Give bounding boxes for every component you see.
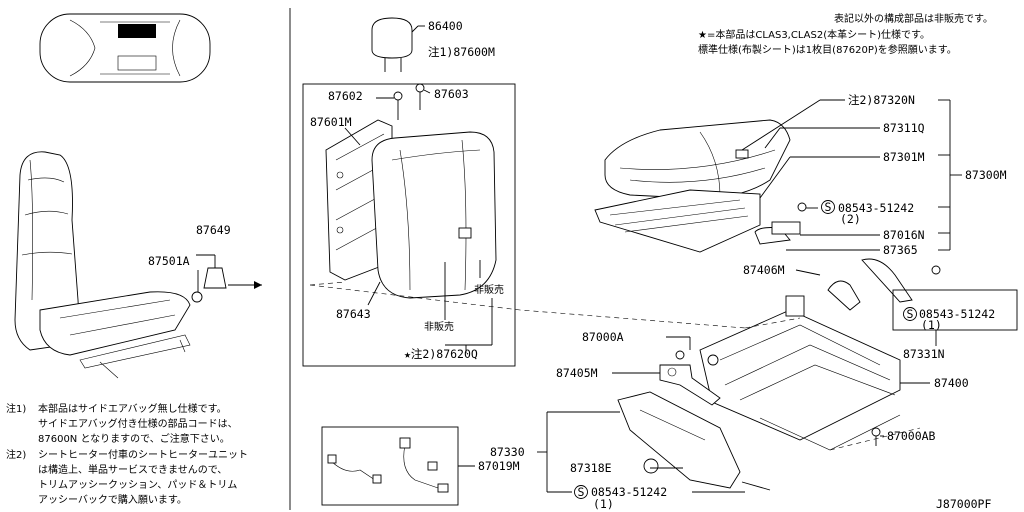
note-2-line: は構造上、単品サービスできませんので、 — [38, 463, 227, 476]
part-label-87400: 87400 — [934, 376, 969, 390]
part-label-87600m: 注1)87600M — [428, 45, 495, 59]
s-mark: S — [825, 200, 832, 214]
part-label-87330: 87330 — [490, 445, 525, 459]
s-circle — [821, 200, 835, 214]
part-label-87602: 87602 — [328, 89, 363, 103]
note-1-line: 87600N となりますので、ご注意下さい。 — [38, 432, 230, 445]
part-label-87601m: 87601M — [310, 115, 352, 129]
cushion-frame-illustration — [594, 189, 807, 253]
part-label-87000ab: 87000AB — [887, 429, 936, 443]
part-label-87000a: 87000A — [582, 330, 624, 344]
part-label-08543-51242: 08543-51242 — [591, 485, 667, 499]
part-label-87331n: 87331N — [903, 347, 945, 361]
note-2-mark: 注2) — [6, 448, 26, 461]
part-label-87603: 87603 — [434, 87, 469, 101]
part-label-87501a: 87501A — [148, 254, 190, 268]
diagram-id: J87000PF — [936, 497, 991, 511]
part-label-87300m: 87300M — [965, 168, 1007, 182]
screw-group-box — [892, 289, 1018, 331]
note-top-3: 標準仕様(布製シート)は1枚目(87620P)を参照願います。 — [698, 43, 957, 56]
note-2-line: トリムアッシークッション、パッド＆トリム — [38, 479, 237, 491]
note-1-mark: 注1) — [6, 402, 26, 415]
part-label-87019m: 87019M — [478, 459, 520, 473]
s-mark: S — [578, 485, 585, 499]
part-label-08543-51242: 08543-51242 — [838, 201, 914, 215]
part-label-87320n: 注2)87320N — [848, 93, 915, 107]
s-circle — [903, 307, 917, 321]
note-top-1: 表記以外の構成部品は非販売です。 — [834, 12, 993, 25]
note-2-line: シートヒーター付車のシートヒーターユニット — [38, 448, 248, 461]
part-label-87311q: 87311Q — [883, 121, 925, 135]
wire-harness-illustration — [327, 437, 449, 493]
note-1-line: サイドエアバッグ付き仕様の部品コードは、 — [38, 417, 238, 430]
part-label-87643: 87643 — [336, 307, 371, 321]
quantity-label: (2) — [840, 212, 861, 226]
quantity-label: (1) — [593, 497, 614, 511]
inner-cover-illustration — [827, 258, 941, 311]
part-label-87649: 87649 — [196, 223, 231, 237]
seat-adjuster-illustration — [699, 295, 901, 451]
seat-cushion-illustration — [604, 119, 791, 199]
part-label-87365: 87365 — [883, 243, 918, 257]
s-circle — [574, 485, 588, 499]
part-label-86400: 86400 — [428, 19, 463, 33]
part-label-87301m: 87301M — [883, 150, 925, 164]
seat-assembly-illustration — [14, 151, 227, 379]
backrest-assembly-box — [302, 83, 516, 367]
part-label-87405m: 87405M — [556, 366, 598, 380]
note-top-2: ★=本部品はCLAS3,CLAS2(本革シート)仕様です。 — [698, 28, 930, 41]
not-sold-label: 非販売 — [424, 320, 454, 333]
headrest-illustration — [371, 17, 413, 72]
part-label-87016n: 87016N — [883, 228, 925, 242]
part-label-87318e: 87318E — [570, 461, 612, 475]
part-label-87620q: ★注2)87620Q — [404, 347, 478, 361]
s-mark: S — [907, 307, 914, 321]
quantity-label: (1) — [921, 318, 942, 332]
not-sold-label: 非販売 — [474, 283, 504, 296]
harness-box — [321, 426, 459, 506]
car-top-view-icon — [39, 13, 211, 83]
note-1-line: 本部品はサイドエアバッグ無し仕様です。 — [38, 402, 227, 415]
note-2-line: アッシーバックで購入願います。 — [38, 493, 187, 506]
part-label-87406m: 87406M — [743, 263, 785, 277]
rail-cover-illustration — [659, 364, 721, 406]
part-label-08543-51242: 08543-51242 — [919, 307, 995, 321]
seatback-trim-illustration — [371, 131, 497, 299]
side-cover-illustration — [617, 391, 771, 491]
